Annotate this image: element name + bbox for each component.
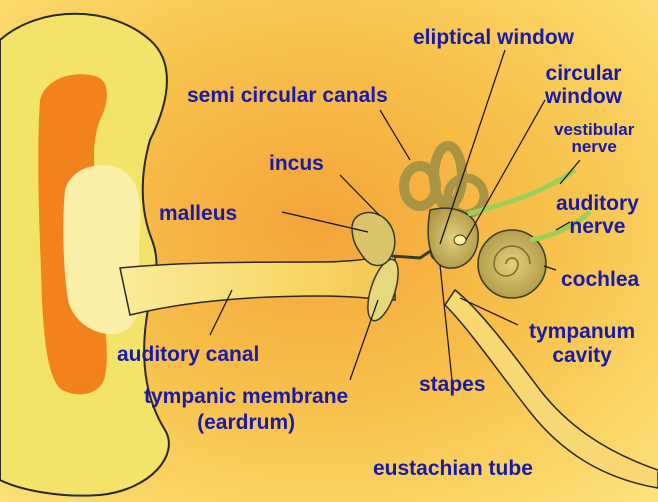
label-vestibular-nerve-line1: vestibular: [554, 121, 634, 138]
label-circular-window-line1: circular: [545, 63, 622, 84]
label-auditory-nerve-line2: nerve: [556, 216, 639, 237]
label-tympanum-cavity: tympanum cavity: [529, 321, 635, 366]
label-tympanic-membrane-line2: (eardrum): [144, 412, 348, 433]
label-auditory-nerve: auditory nerve: [556, 193, 639, 237]
label-circular-window-line2: window: [545, 86, 622, 107]
label-eliptical-window: eliptical window: [413, 27, 574, 48]
label-vestibular-nerve: vestibular nerve: [554, 121, 634, 155]
label-semi-circular-canals: semi circular canals: [187, 85, 388, 106]
label-auditory-nerve-line1: auditory: [556, 193, 639, 214]
label-tympanic-membrane: tympanic membrane (eardrum): [144, 386, 348, 433]
label-tympanum-cavity-line1: tympanum: [529, 321, 635, 342]
label-stapes: stapes: [419, 374, 486, 395]
label-eustachian-tube: eustachian tube: [373, 458, 533, 479]
label-malleus: malleus: [159, 203, 237, 224]
label-vestibular-nerve-line2: nerve: [554, 138, 634, 155]
vestibule: [428, 208, 478, 268]
label-tympanum-cavity-line2: cavity: [529, 345, 635, 366]
label-auditory-canal: auditory canal: [117, 344, 259, 365]
label-cochlea: cochlea: [561, 269, 639, 290]
label-tympanic-membrane-line1: tympanic membrane: [144, 386, 348, 407]
label-circular-window: circular window: [545, 63, 622, 107]
label-incus: incus: [269, 153, 324, 174]
